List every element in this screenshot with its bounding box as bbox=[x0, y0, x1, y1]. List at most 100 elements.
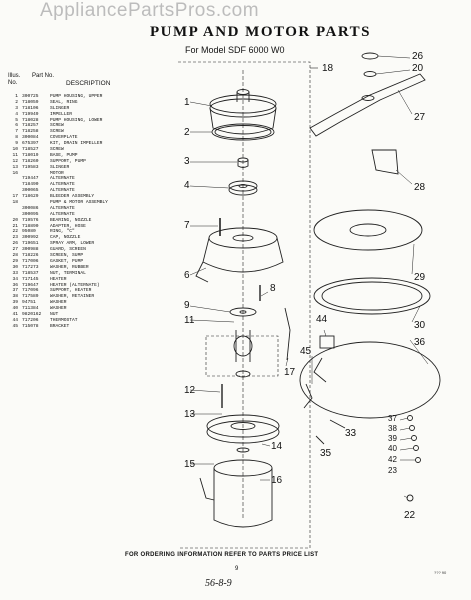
illus-no: 45 bbox=[12, 323, 18, 329]
part-no: 717096 bbox=[22, 288, 39, 294]
part-description: BEARING, NOZZLE bbox=[50, 217, 92, 223]
part-no: 300992 bbox=[22, 235, 39, 241]
part-no: 95080 bbox=[22, 229, 36, 235]
callout-14: 14 bbox=[271, 441, 283, 452]
part-no: 717006 bbox=[22, 258, 39, 264]
part-description: SUPPORT, PUMP bbox=[50, 158, 86, 164]
illus-no: 17 bbox=[12, 194, 18, 200]
illus-no: 9 bbox=[15, 141, 18, 147]
part-no: 718260 bbox=[22, 158, 39, 164]
illus-no: 7 bbox=[15, 129, 18, 135]
model-subtitle: For Model SDF 6000 W0 bbox=[185, 45, 285, 55]
parts-table-row: 16 MOTOR bbox=[8, 171, 168, 177]
part-description: ALTERNATE bbox=[50, 188, 75, 194]
callout-13: 13 bbox=[184, 409, 196, 420]
illus-no: 5 bbox=[15, 117, 18, 123]
part-no: 718890 bbox=[22, 223, 39, 229]
part-description: NUT, TERMINAL bbox=[50, 270, 86, 276]
illus-no: 12 bbox=[12, 158, 18, 164]
part-no: 300065 bbox=[22, 188, 39, 194]
document-code: 56-8-9 bbox=[205, 578, 232, 589]
part-no: 94751 bbox=[22, 300, 36, 306]
part-no: 675397 bbox=[22, 141, 39, 147]
part-no: 300988 bbox=[22, 247, 39, 253]
page-number: 9 bbox=[235, 566, 239, 572]
parts-table-row: 12 718260 SUPPORT, PUMP bbox=[8, 159, 168, 165]
callout-22: 22 bbox=[404, 510, 416, 521]
callout-3: 3 bbox=[184, 156, 190, 167]
part-no: 719576 bbox=[22, 217, 39, 223]
part-no: 718106 bbox=[22, 105, 39, 111]
callout-28: 28 bbox=[414, 182, 426, 193]
part-no: 300086 bbox=[22, 205, 39, 211]
parts-table-row: 28 718226 SCREEN, SUMP bbox=[8, 253, 168, 259]
part-description: ALTERNATE bbox=[50, 176, 75, 182]
illus-no: 8 bbox=[15, 135, 18, 141]
part-description: SCREW bbox=[50, 123, 64, 129]
part-no: 719949 bbox=[22, 111, 39, 117]
parts-table-row: 300065 ALTERNATE bbox=[8, 188, 168, 194]
part-no: 718226 bbox=[22, 253, 39, 259]
illus-no: 21 bbox=[12, 223, 18, 229]
callout-30: 30 bbox=[414, 320, 426, 331]
illus-no: 11 bbox=[12, 152, 18, 158]
illus-no: 3 bbox=[15, 105, 18, 111]
illus-no: 28 bbox=[12, 253, 18, 259]
illus-no: 2 bbox=[15, 99, 18, 105]
callout-15: 15 bbox=[184, 459, 196, 470]
part-description: BASE, PUMP bbox=[50, 152, 78, 158]
part-no: 300084 bbox=[22, 135, 39, 141]
part-no: 718257 bbox=[22, 123, 39, 129]
part-no: 719651 bbox=[22, 241, 39, 247]
part-description: WASHER, RETAINER bbox=[50, 294, 95, 300]
part-description: SCREEN, SUMP bbox=[50, 253, 84, 259]
part-description: WASHER bbox=[50, 306, 67, 312]
callout-33: 33 bbox=[345, 428, 357, 439]
illus-no: 44 bbox=[12, 317, 18, 323]
callout-38: 38 bbox=[388, 424, 397, 433]
part-no: 717273 bbox=[22, 264, 39, 270]
part-description: RING, "C" bbox=[50, 229, 75, 235]
callout-6: 6 bbox=[184, 270, 190, 281]
part-description: SCREW bbox=[50, 147, 64, 153]
callout-27: 27 bbox=[414, 112, 426, 123]
callout-36: 36 bbox=[414, 337, 426, 348]
illus-no: 16 bbox=[12, 170, 18, 176]
ordering-footer: FOR ORDERING INFORMATION REFER TO PARTS … bbox=[125, 552, 319, 558]
part-description: GASKET, PUMP bbox=[50, 258, 84, 264]
part-description: BRACKET bbox=[50, 323, 70, 329]
callout-7: 7 bbox=[184, 220, 190, 231]
part-description: CAP, NOZZLE bbox=[50, 235, 81, 241]
callout-9: 9 bbox=[184, 300, 190, 311]
illus-no: 6 bbox=[15, 123, 18, 129]
illus-no: 10 bbox=[12, 147, 18, 153]
part-no: 717589 bbox=[22, 294, 39, 300]
part-description: KIT, DRAIN IMPELLER bbox=[50, 141, 103, 147]
part-description: NUT bbox=[50, 311, 59, 317]
part-description: SCREW bbox=[50, 129, 64, 135]
callout-18: 18 bbox=[322, 63, 334, 74]
part-description: MOTOR bbox=[50, 170, 64, 176]
header-description: DESCRIPTION bbox=[66, 80, 111, 87]
callout-16: 16 bbox=[271, 475, 283, 486]
parts-table-row: 6 718257 SCREW bbox=[8, 123, 168, 129]
illus-no: 27 bbox=[12, 247, 18, 253]
part-no: 715078 bbox=[22, 323, 39, 329]
watermark: AppliancePartsPros.com bbox=[40, 0, 260, 21]
callout-37: 37 bbox=[388, 414, 397, 423]
part-description: HEATER (ALTERNATE) bbox=[50, 282, 100, 288]
page-title: PUMP AND MOTOR PARTS bbox=[150, 24, 372, 40]
